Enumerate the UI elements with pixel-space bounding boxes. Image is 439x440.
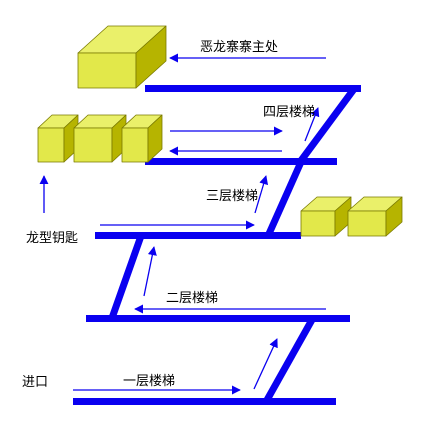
labels: 恶龙寨寨主处 四层楼梯 三层楼梯 龙型钥匙 二层楼梯 进口 一层楼梯: [22, 39, 315, 390]
box-boss: [77, 25, 167, 89]
floor-4-platform: [145, 158, 337, 165]
box-left-1: [37, 114, 79, 163]
label-dragon-key: 龙型钥匙: [26, 231, 78, 246]
floor-1-platform: [73, 398, 336, 405]
box-right-1: [300, 196, 352, 237]
box-left-2: [73, 114, 127, 163]
arrow-stair2-up: [143, 246, 157, 297]
stair-3-to-4: [264, 160, 305, 238]
floor-top-platform: [145, 85, 361, 92]
label-floor4-stairs: 四层楼梯: [263, 105, 315, 120]
label-boss: 恶龙寨寨主处: [200, 39, 278, 55]
label-floor2-stairs: 二层楼梯: [166, 291, 218, 306]
label-entrance: 进口: [22, 375, 48, 390]
arrow-stair4-up: [304, 107, 320, 142]
arrow-stair1-up: [253, 338, 278, 390]
floor-platforms: [73, 85, 361, 405]
label-floor3-stairs: 三层楼梯: [206, 189, 258, 204]
stair-segments: [108, 86, 357, 402]
floor-3-platform: [95, 232, 301, 239]
floor-2-platform: [86, 315, 350, 322]
box-left-3: [121, 114, 163, 163]
box-row-right: [300, 196, 403, 237]
box-row-left: [37, 114, 163, 163]
arrow-stair3-up: [254, 175, 269, 214]
label-floor1-stairs: 一层楼梯: [123, 374, 175, 389]
stair-4-to-top: [297, 86, 357, 165]
stair-1-to-2: [263, 316, 317, 402]
stair-2-to-3: [108, 234, 145, 320]
box-right-2: [347, 196, 403, 237]
direction-arrows: [39, 53, 326, 395]
